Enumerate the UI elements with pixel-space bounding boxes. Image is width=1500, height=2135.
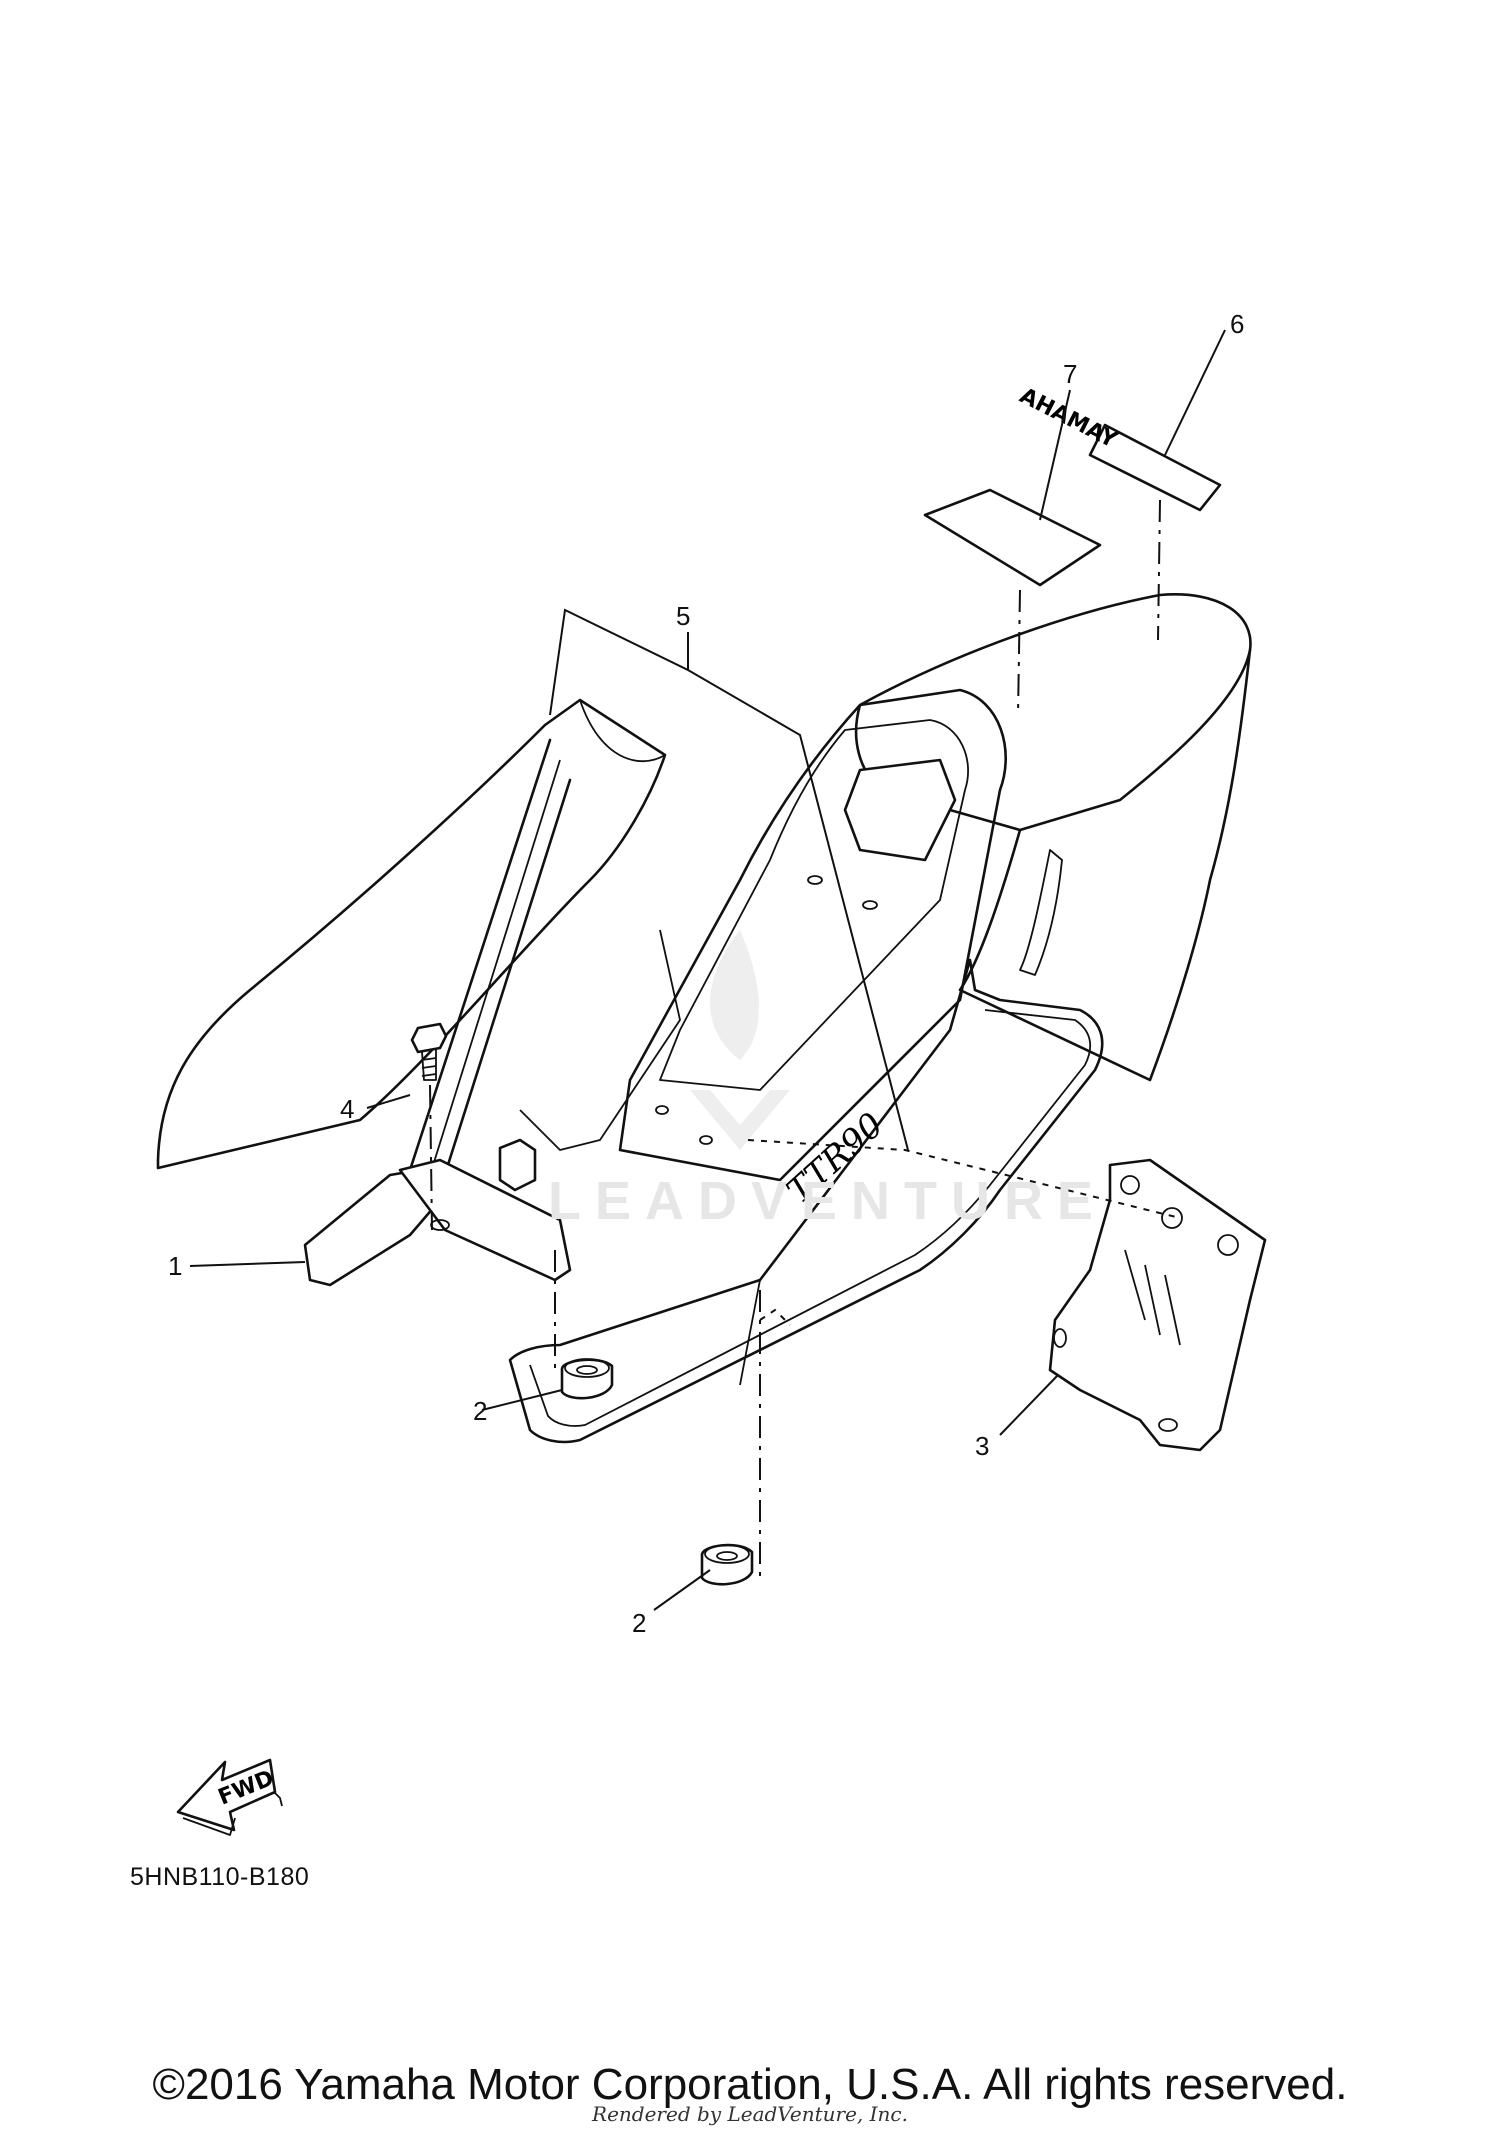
rendered-by-notice: Rendered by LeadVenture, Inc. — [592, 2102, 908, 2126]
fwd-arrow-icon: FWD — [176, 1758, 283, 1836]
grommet-lower — [700, 1543, 754, 1586]
seat-cushion — [156, 698, 667, 1170]
callout-5: 5 — [676, 601, 690, 631]
watermark-text: LEADVENTURE — [548, 1171, 1108, 1231]
leader-lines — [189, 329, 1226, 1611]
callout-2-lower: 2 — [632, 1608, 646, 1638]
seat-assembly — [408, 593, 1252, 1192]
callout-4: 4 — [340, 1094, 354, 1124]
diagram-code: 5HNB110-B180 — [130, 1863, 310, 1891]
copyright-notice: ©2016 Yamaha Motor Corporation, U.S.A. A… — [152, 2060, 1348, 2109]
watermark-logo — [690, 930, 790, 1150]
assembly-lines — [429, 499, 1181, 1580]
callout-1: 1 — [168, 1251, 182, 1281]
callout-3: 3 — [975, 1431, 989, 1461]
bolt — [410, 1022, 448, 1081]
front-bracket — [303, 1138, 572, 1287]
callout-2-upper: 2 — [473, 1396, 487, 1426]
callout-6: 6 — [1230, 309, 1244, 339]
grommet-upper — [560, 1358, 614, 1400]
callout-7: 7 — [1063, 359, 1077, 389]
rear-bracket — [1048, 1158, 1267, 1452]
blank-label — [923, 488, 1102, 587]
